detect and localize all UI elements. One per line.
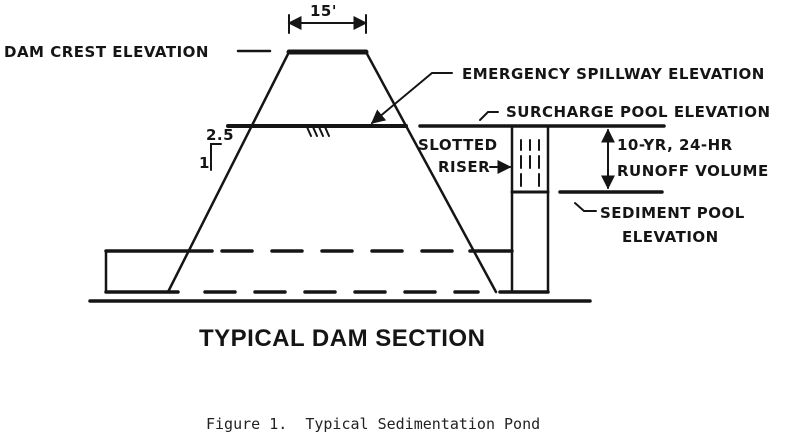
crest-width-label: 15'	[310, 2, 337, 20]
surcharge-pool-label: SURCHARGE POOL ELEVATION	[506, 103, 771, 121]
slope-horizontal-label: 2.5	[206, 126, 234, 144]
section-title: TYPICAL DAM SECTION	[199, 325, 485, 352]
surcharge-pool-leader	[479, 111, 499, 121]
emergency-spillway-label: EMERGENCY SPILLWAY ELEVATION	[462, 65, 765, 83]
riser-slots	[520, 139, 540, 187]
slotted-riser-label-line1: SLOTTED	[418, 136, 498, 154]
sediment-pool-leader	[574, 202, 597, 212]
ground-hatch	[306, 126, 330, 137]
sediment-pool-label-line1: SEDIMENT POOL	[600, 204, 745, 222]
dam-upstream-slope	[166, 50, 291, 294]
dam-crest-label: DAM CREST ELEVATION	[4, 43, 209, 61]
runoff-volume-label-line1: 10-YR, 24-HR	[617, 136, 733, 154]
emergency-spillway-leader	[370, 72, 453, 124]
slope-vertical-label: 1	[199, 154, 210, 172]
slotted-riser-label-line2: RISER	[438, 158, 490, 176]
runoff-volume-label-line2: RUNOFF VOLUME	[617, 162, 769, 180]
slope-ratio-marker	[210, 143, 222, 171]
figure-caption: Figure 1. Typical Sedimentation Pond	[206, 415, 540, 433]
sediment-pool-label-line2: ELEVATION	[622, 228, 719, 246]
